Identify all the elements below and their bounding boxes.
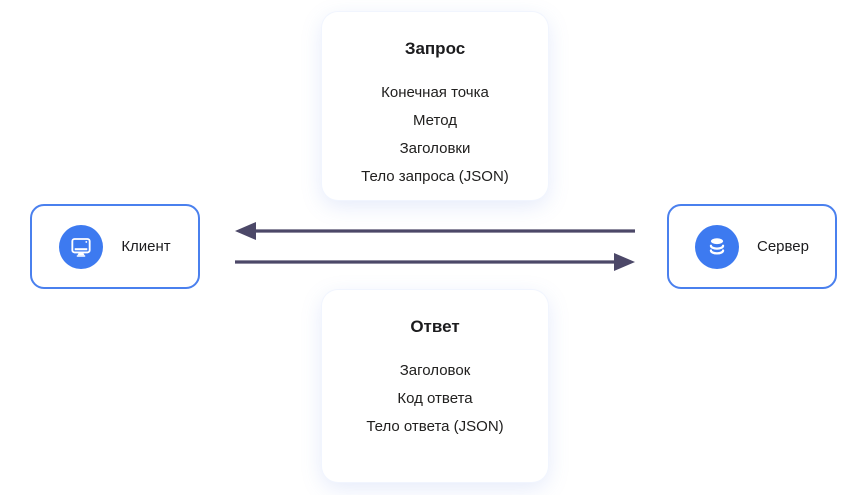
- request-response-arrows: [235, 222, 635, 271]
- request-item-headers: Заголовки: [399, 140, 471, 157]
- server-label: Сервер: [756, 238, 809, 255]
- response-item-code: Код ответа: [397, 390, 473, 407]
- response-card-list: Заголовок Код ответа Тело ответа (JSON): [322, 357, 548, 441]
- monitor-icon: [59, 224, 104, 269]
- response-card-title: Ответ: [410, 317, 460, 336]
- request-card-title: Запрос: [404, 39, 466, 58]
- client-label: Клиент: [121, 238, 171, 255]
- request-card: Запрос Конечная точка Метод Заголовки Те…: [322, 12, 548, 200]
- client-node: Клиент: [30, 204, 200, 289]
- request-card-list: Конечная точка Метод Заголовки Тело запр…: [322, 79, 548, 191]
- server-node: Сервер: [667, 204, 837, 289]
- request-item-body: Тело запроса (JSON): [361, 168, 509, 185]
- response-card: Ответ Заголовок Код ответа Тело ответа (…: [322, 290, 548, 482]
- arrow-to-server: [235, 253, 635, 271]
- request-item-method: Метод: [413, 112, 457, 129]
- request-item-endpoint: Конечная точка: [381, 84, 489, 101]
- arrow-to-client: [235, 222, 635, 240]
- response-item-header: Заголовок: [399, 362, 471, 379]
- response-item-body: Тело ответа (JSON): [366, 418, 504, 435]
- database-icon: [694, 224, 739, 269]
